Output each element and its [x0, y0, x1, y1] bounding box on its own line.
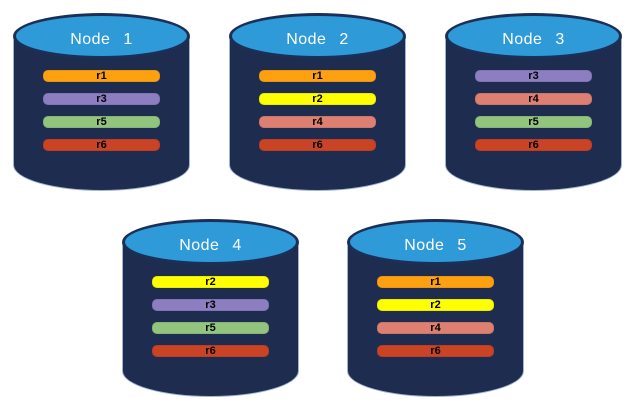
node-5-cylinder-body — [347, 242, 524, 397]
node-2-replica-bar-r4: r4 — [259, 116, 376, 128]
node-4-cylinder-top: Node 4 — [122, 219, 299, 265]
node-4-replica-list: r2 r3 r5 r6 — [152, 276, 269, 368]
node-3-replica-bar-r6: r6 — [475, 139, 592, 151]
node-4-replica-bar-r3: r3 — [152, 299, 269, 311]
node-4-cylinder-body — [122, 242, 299, 397]
node-5-replica-list: r1 r2 r4 r6 — [377, 276, 494, 368]
node-1-replica-bar-r1: r1 — [43, 70, 160, 82]
node-4-replica-bar-r5: r5 — [152, 322, 269, 334]
node-3-cylinder-top: Node 3 — [445, 13, 622, 59]
node-3-replica-bar-r3: r3 — [475, 70, 592, 82]
node-2-cylinder-top: Node 2 — [229, 13, 406, 59]
node-3-label: Node 3 — [502, 30, 565, 48]
node-5-cylinder-top: Node 5 — [347, 219, 524, 265]
node-1-cylinder-top: Node 1 — [13, 13, 190, 59]
node-5: Node 5 r1 r2 r4 r6 — [347, 219, 524, 397]
node-4-replica-bar-r6: r6 — [152, 345, 269, 357]
node-1-replica-list: r1 r3 r5 r6 — [43, 70, 160, 162]
node-5-replica-bar-r6: r6 — [377, 345, 494, 357]
node-1-replica-bar-r6: r6 — [43, 139, 160, 151]
node-1-replica-bar-r3: r3 — [43, 93, 160, 105]
node-2-replica-bar-r6: r6 — [259, 139, 376, 151]
node-1-cylinder-body — [13, 36, 190, 191]
node-2-label: Node 2 — [286, 30, 349, 48]
node-5-replica-bar-r4: r4 — [377, 322, 494, 334]
node-1: Node 1 r1 r3 r5 r6 — [13, 13, 190, 191]
node-2: Node 2 r1 r2 r4 r6 — [229, 13, 406, 191]
node-2-replica-list: r1 r2 r4 r6 — [259, 70, 376, 162]
node-2-replica-bar-r1: r1 — [259, 70, 376, 82]
node-3-replica-list: r3 r4 r5 r6 — [475, 70, 592, 162]
node-1-label: Node 1 — [70, 30, 133, 48]
node-5-label: Node 5 — [404, 236, 467, 254]
node-5-replica-bar-r2: r2 — [377, 299, 494, 311]
node-4-label: Node 4 — [179, 236, 242, 254]
node-3-cylinder-body — [445, 36, 622, 191]
node-2-cylinder-body — [229, 36, 406, 191]
node-5-replica-bar-r1: r1 — [377, 276, 494, 288]
node-4-replica-bar-r2: r2 — [152, 276, 269, 288]
node-1-replica-bar-r5: r5 — [43, 116, 160, 128]
node-3-replica-bar-r4: r4 — [475, 93, 592, 105]
node-4: Node 4 r2 r3 r5 r6 — [122, 219, 299, 397]
node-2-replica-bar-r2: r2 — [259, 93, 376, 105]
node-3: Node 3 r3 r4 r5 r6 — [445, 13, 622, 191]
node-3-replica-bar-r5: r5 — [475, 116, 592, 128]
